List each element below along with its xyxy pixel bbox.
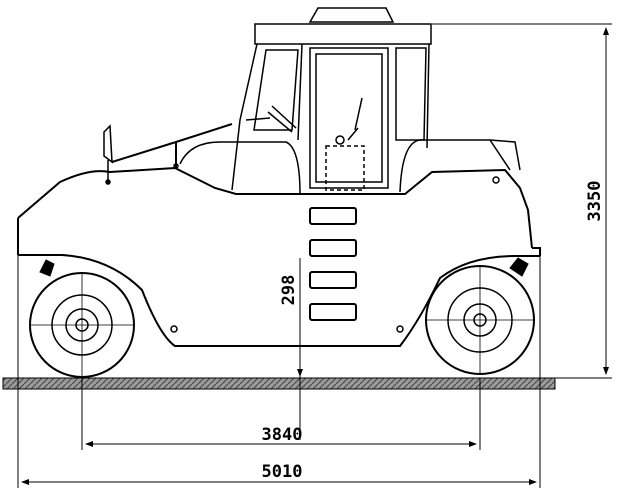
side-vents [309,207,357,321]
wheelbase-label: 3840 [262,425,303,445]
machine-body [17,123,541,347]
mirror [103,124,113,185]
roof-hatch [308,7,395,23]
rear-wheel [425,265,535,375]
cab-door [309,47,389,189]
cab [231,7,432,191]
height-overall-label: 3350 [585,181,605,222]
dim-height-overall [432,23,612,379]
wheel-scrapers [39,257,529,277]
dim-length-overall [17,220,541,488]
ground-hatch [2,377,556,390]
body-bolts [170,163,500,333]
dim-wheelbase [81,378,481,450]
length-overall-label: 5010 [262,462,303,482]
cab-front-frame [231,43,258,191]
operator-controls [245,97,365,191]
front-wheel [29,272,135,378]
cab-window-left [253,49,299,131]
seat-dashed [325,145,365,191]
cab-roof [254,23,432,45]
clearance-label: 298 [279,275,299,306]
